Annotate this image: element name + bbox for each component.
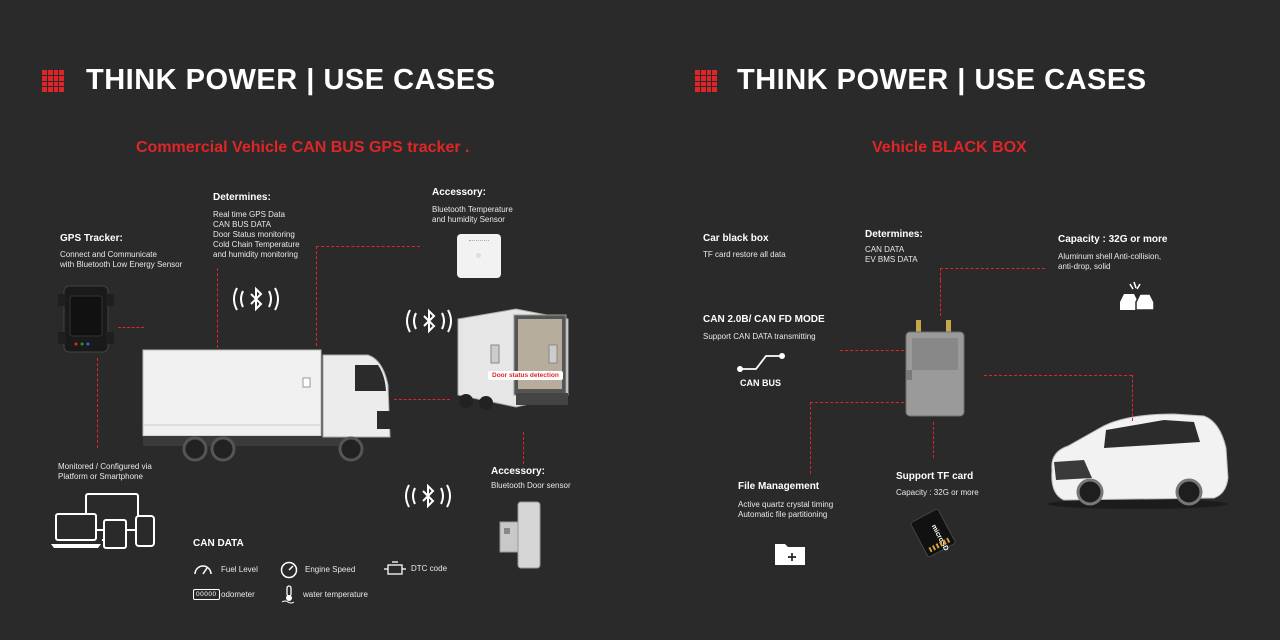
accessory-temp-title: Accessory: [432, 187, 486, 198]
odometer-icon: 00000 [193, 589, 220, 600]
bluetooth-icon [405, 483, 451, 509]
brand-logo-icon [42, 70, 64, 92]
accessory-temp-desc: Bluetooth Temperature and humidity Senso… [432, 205, 513, 224]
accessory-door-desc: Bluetooth Door sensor [491, 481, 571, 490]
determines-title: Determines: [865, 229, 923, 240]
accessory-door-title: Accessory: [491, 466, 545, 477]
capacity-desc: Aluminum shell Anti-collision, anti-drop… [1058, 252, 1162, 271]
truck-image [142, 349, 391, 462]
gps-tracker-device-icon [58, 285, 114, 353]
microsd-card-icon: microSD [909, 507, 957, 559]
can-data-title: CAN DATA [193, 538, 244, 549]
connector-line [316, 246, 317, 346]
connector-line [523, 432, 524, 464]
folder-add-icon [775, 544, 805, 565]
can-item-engine-speed: Engine Speed [305, 565, 356, 574]
engine-icon [384, 561, 406, 575]
connector-line [940, 268, 941, 280]
brand-logo-icon [695, 70, 717, 92]
connector-line [118, 327, 144, 328]
gps-tracker-desc: Connect and Communicate with Bluetooth L… [60, 250, 183, 269]
section-subtitle: Vehicle BLACK BOX [872, 139, 1027, 156]
determines-list: CAN DATA EV BMS DATA [865, 245, 918, 264]
car-image [1048, 413, 1229, 509]
can-bus-label: CAN BUS [740, 378, 782, 388]
connector-line [394, 399, 450, 400]
refrigerated-trailer-image [457, 308, 569, 410]
connector-line [940, 268, 1045, 269]
can-item-odometer: odometer [221, 590, 255, 599]
connector-line [316, 246, 420, 247]
section-subtitle: Commercial Vehicle CAN BUS GPS tracker . [136, 139, 470, 156]
thermometer-icon [281, 585, 295, 604]
can-mode-title: CAN 2.0B/ CAN FD MODE [703, 314, 825, 325]
connector-line [1132, 375, 1133, 421]
connector-line [984, 375, 1132, 376]
can-mode-desc: Support CAN DATA transmitting [703, 332, 816, 341]
connector-line [217, 268, 218, 348]
file-management-desc: Active quartz crystal timing Automatic f… [738, 500, 834, 519]
devices-icon [51, 493, 155, 549]
bluetooth-icon [233, 286, 279, 312]
can-item-fuel-level: Fuel Level [221, 565, 258, 574]
car-black-box-desc: TF card restore all data [703, 250, 786, 259]
bluetooth-icon [406, 308, 452, 334]
temperature-sensor-image [457, 234, 501, 278]
connector-line [97, 358, 98, 448]
tf-card-desc: Capacity : 32G or more [896, 488, 979, 497]
car-black-box-title: Car black box [703, 233, 769, 244]
black-box-device-image [905, 320, 965, 417]
tf-card-title: Support TF card [896, 471, 974, 482]
determines-title: Determines: [213, 192, 271, 203]
connector-line [933, 422, 934, 458]
connector-line [840, 350, 904, 351]
collision-icon [1120, 281, 1155, 311]
determines-list: Real time GPS Data CAN BUS DATA Door Sta… [213, 210, 300, 259]
file-management-title: File Management [738, 481, 820, 492]
connector-line [810, 402, 811, 474]
door-status-label: Door status detection [488, 371, 563, 380]
left-panel: THINK POWER | USE CASES Commercial Vehic… [42, 64, 571, 604]
connector-line [810, 402, 904, 403]
page-heading: THINK POWER | USE CASES [86, 64, 496, 96]
connector-line [940, 280, 941, 316]
capacity-title: Capacity : 32G or more [1058, 234, 1168, 245]
can-item-dtc-code: DTC code [411, 564, 448, 573]
page-heading: THINK POWER | USE CASES [737, 64, 1147, 96]
speedometer-icon [280, 561, 298, 579]
monitored-desc: Monitored / Configured via Platform or S… [58, 462, 152, 481]
gauge-icon [194, 565, 212, 575]
gps-tracker-title: GPS Tracker: [60, 233, 123, 244]
door-sensor-image [499, 501, 541, 569]
right-panel: THINK POWER | USE CASES Vehicle BLACK BO… [640, 0, 1280, 640]
can-item-water-temperature: water temperature [303, 590, 368, 599]
can-bus-icon [737, 353, 785, 372]
